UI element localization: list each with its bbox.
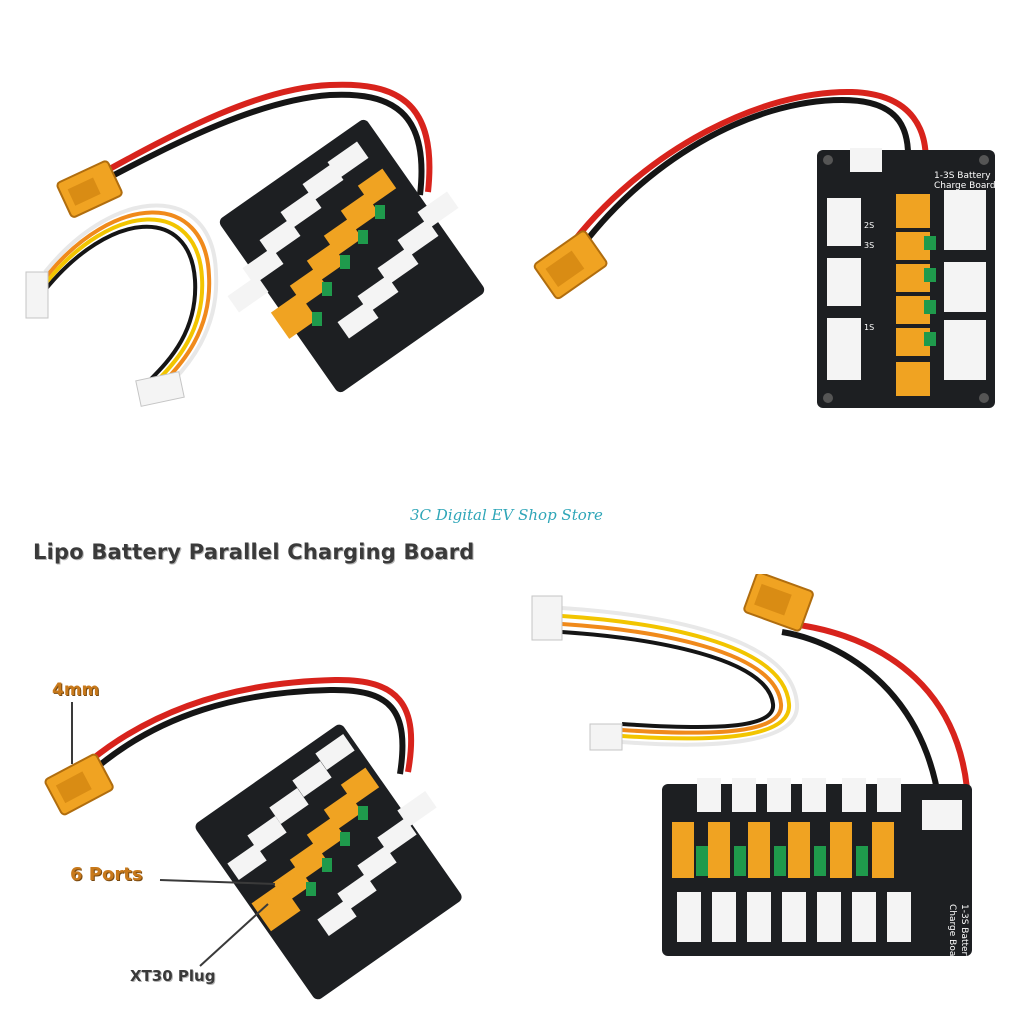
balance-plug: [589, 723, 623, 751]
board-print-line1: 1-3S Battery: [934, 171, 991, 181]
xt30-connectors: [896, 194, 936, 396]
xt30-connectors: [672, 822, 894, 878]
charging-board: [219, 119, 485, 393]
board-ports: [827, 190, 986, 380]
callout-ports: 6 Ports: [70, 864, 143, 885]
balance-cable: [25, 203, 219, 407]
board-print-s1: 1S: [864, 323, 874, 332]
board-print-s2: 2S: [864, 221, 874, 230]
xt60-lead: [533, 88, 929, 300]
board-print-line2: Charge Board: [934, 181, 996, 191]
board-ports: [227, 734, 437, 936]
photo-bottom-right: 1-3S Battery Charge Board: [531, 574, 972, 966]
balance-cable: [531, 595, 800, 751]
xt30-connectors: [270, 168, 397, 339]
store-watermark: 3C Digital EV Shop Store: [410, 506, 603, 524]
photo-top-right: 1-3S Battery Charge Board 2S 3S 1S: [533, 88, 996, 408]
balance-plug: [135, 371, 185, 407]
balance-port: [850, 148, 882, 172]
board-print-s3: 3S: [864, 241, 874, 250]
callout-wire-gauge: 4mm: [52, 680, 100, 700]
xt30-connectors: [251, 767, 380, 932]
product-title: Lipo Battery Parallel Charging Board: [33, 540, 475, 564]
xt60-lead: [56, 81, 433, 218]
board-ports: [677, 778, 962, 942]
board-print-line1: 1-3S Battery: [959, 904, 969, 961]
photo-bottom-left: [44, 676, 462, 1000]
board-print-line2: Charge Board: [947, 904, 957, 966]
xt60-lead: [44, 676, 415, 816]
balance-plug: [25, 271, 49, 319]
balance-plug: [531, 595, 563, 641]
photo-top-left: [25, 81, 485, 407]
board-ports: [227, 141, 459, 339]
callout-plug: XT30 Plug: [130, 967, 216, 985]
